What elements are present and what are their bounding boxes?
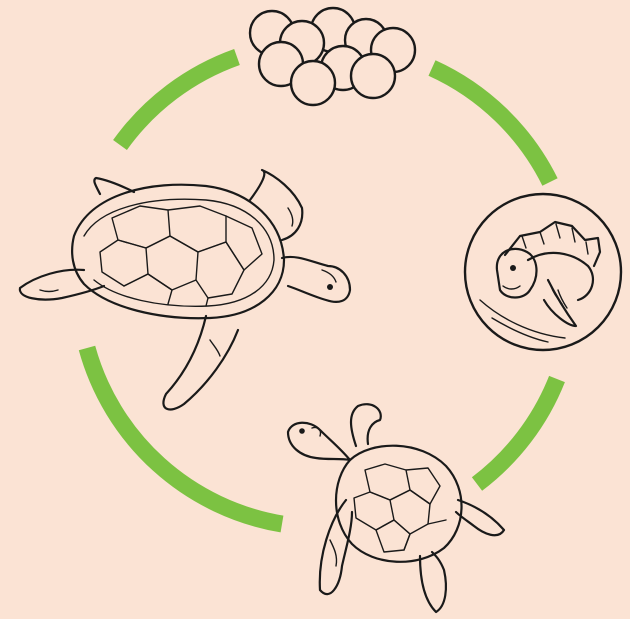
adult-sea-turtle-icon xyxy=(20,170,350,409)
turtle-eggs-icon xyxy=(250,8,415,105)
cycle-arc-eggs-to-hatching xyxy=(432,68,550,182)
cycle-arc-juvenile-to-adult xyxy=(87,348,282,524)
young-turtle-icon xyxy=(288,404,504,612)
cycle-arc-adult-to-eggs xyxy=(120,57,237,145)
hatchling-in-egg-icon xyxy=(465,194,621,350)
cycle-arc-hatching-to-juvenile xyxy=(477,379,557,484)
